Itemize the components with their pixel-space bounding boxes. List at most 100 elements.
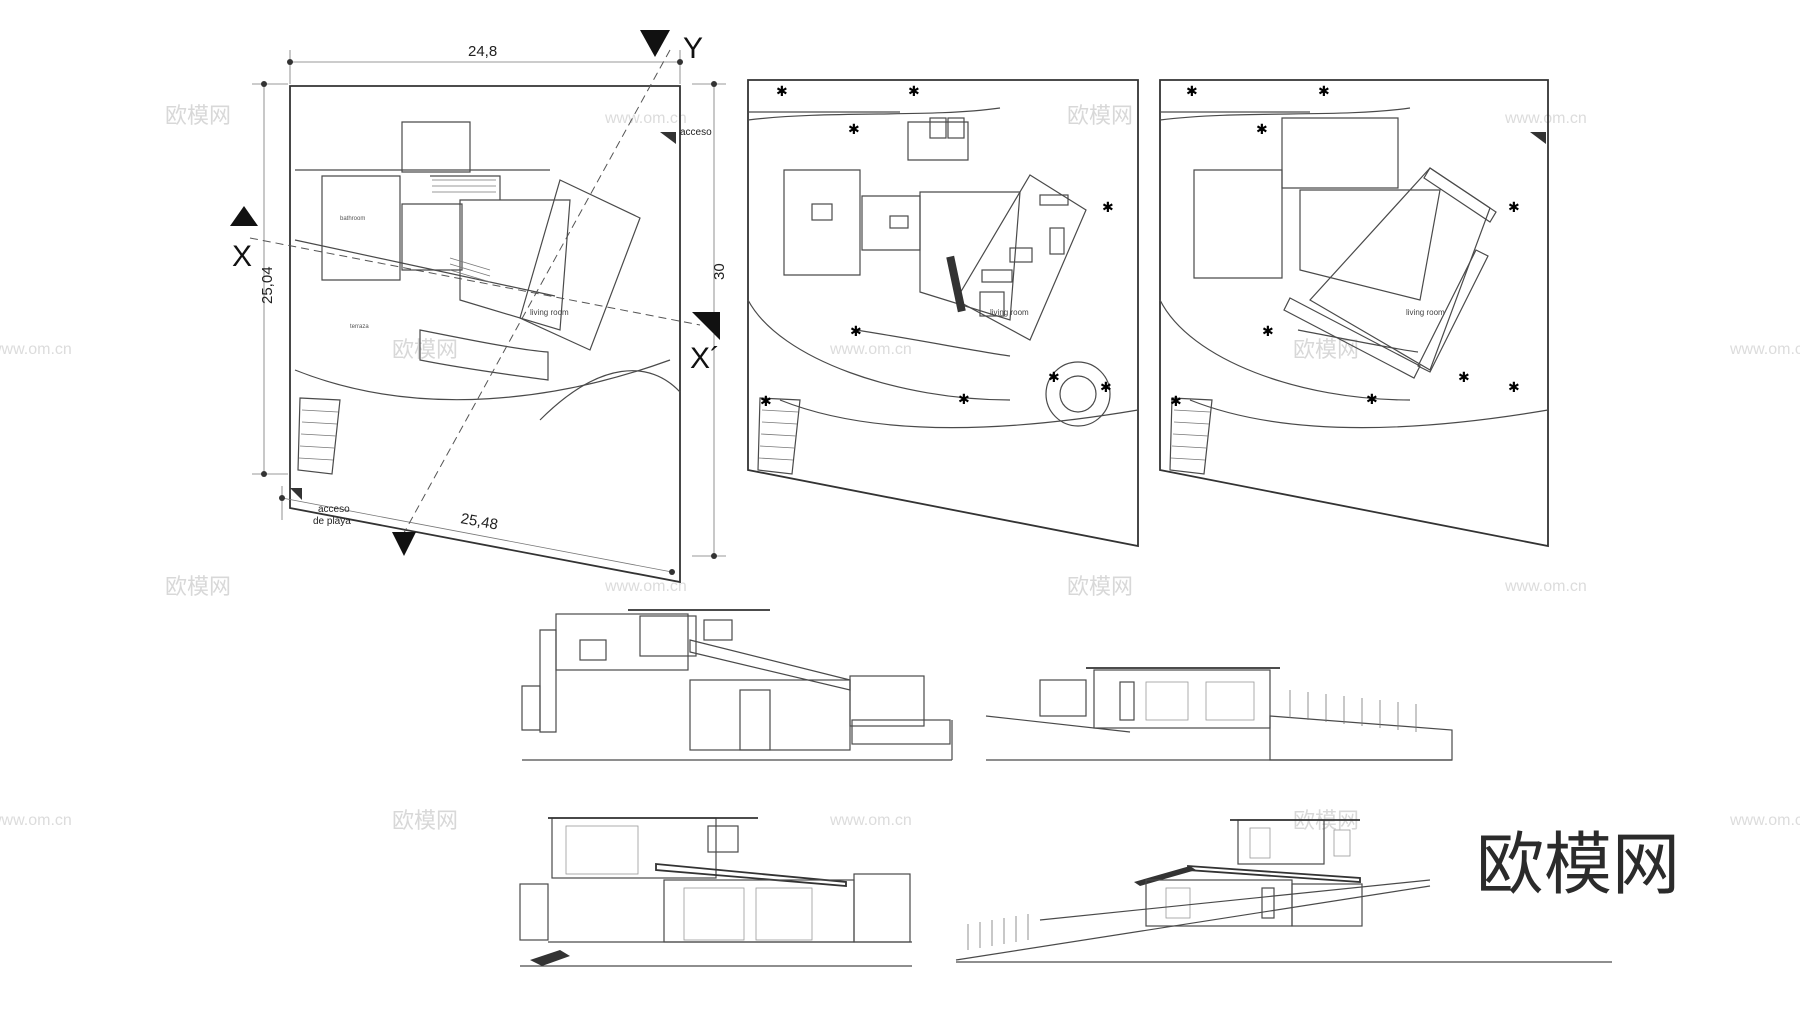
upper-room-section [555, 613, 689, 671]
brand-logo: 欧模网 [1476, 826, 1680, 905]
garden-curve [1189, 399, 1549, 429]
section-line-y [399, 49, 671, 541]
watermark-url: www.om.cn [1729, 341, 1800, 358]
dimension-dot [669, 569, 675, 575]
axis-label-x-prime: X´ [690, 342, 720, 375]
watermark-url: www.om.cn [1729, 812, 1800, 829]
furniture-set [811, 117, 1069, 317]
watermark-url: www.om.cn [604, 110, 687, 127]
watermark-brand: 欧模网 [1067, 574, 1133, 599]
section-line-x [249, 237, 701, 326]
canopy [655, 863, 847, 887]
sofa [981, 269, 1013, 283]
access-note: acceso [680, 127, 712, 138]
watermark-url: www.om.cn [0, 341, 72, 358]
pool-outline [1297, 329, 1419, 353]
bedroom-outline [783, 169, 861, 276]
axis-label-y: Y [683, 32, 703, 65]
round-planter-inner [1059, 375, 1097, 413]
access-arrow-icon [660, 132, 676, 144]
watermark-url: www.om.cn [604, 578, 687, 595]
dimension-top-label: 24,8 [468, 43, 497, 60]
island [1049, 227, 1065, 255]
beach-stairs [757, 397, 801, 475]
upper-room-outline [1281, 117, 1399, 189]
rug [979, 291, 1005, 317]
bed [947, 117, 965, 139]
canopy [1187, 865, 1361, 883]
room-outline [401, 121, 471, 173]
palm-tree-icons: ✱ ✱ ✱ ✱ ✱ ✱ ✱ ✱ ✱ [760, 83, 1114, 409]
bed [929, 117, 947, 139]
wall [521, 685, 541, 731]
watermark-brand: 欧模网 [1067, 103, 1133, 128]
garden-curve [1159, 299, 1411, 401]
section-marker-x-prime-icon [692, 312, 720, 340]
kitchen-dining-outline [919, 191, 1021, 321]
glazing [683, 887, 745, 941]
room-label-living: living room [1406, 308, 1445, 317]
section-y-drawing [985, 667, 1453, 761]
palm-tree-icon: ✱ [1262, 323, 1274, 339]
site-plan-dimensioned: 24,8 25,04 30 25,48 Y X X´ acceso [230, 30, 728, 584]
plot-boundary [747, 79, 1139, 548]
watermark-url: www.om.cn [829, 341, 912, 358]
slope-line [955, 885, 1431, 961]
wall [539, 629, 557, 733]
palm-tree-icon: ✱ [1508, 199, 1520, 215]
upper-floor-plan: living room ✱ ✱ ✱ ✱ ✱ ✱ ✱ ✱ ✱ [1159, 79, 1549, 548]
watermark-brand: 欧模网 [392, 337, 458, 362]
dimension-dot [279, 495, 285, 501]
watermark-brand: 欧模网 [392, 808, 458, 833]
canopy-fill [1134, 866, 1196, 886]
palm-tree-icon: ✱ [958, 391, 970, 407]
door [1119, 681, 1135, 721]
stair-outline [430, 175, 501, 200]
slope-line [985, 715, 1131, 733]
kitchen-section [849, 675, 925, 727]
palm-tree-icon: ✱ [1256, 121, 1268, 137]
house-section [1093, 669, 1271, 729]
wall [1291, 883, 1363, 927]
dining-table [1009, 247, 1033, 263]
dimension-dot [261, 471, 267, 477]
terrace-lines [294, 169, 556, 297]
dimension-dot [677, 59, 683, 65]
room-label-living: living room [990, 308, 1029, 317]
section-marker-y-top-icon [640, 30, 670, 57]
section-marker-y-bottom-icon [392, 532, 416, 556]
watermark-url: www.om.cn [1504, 578, 1587, 595]
window [1249, 827, 1271, 859]
ground-floor-plan: living room ✱ ✱ ✱ ✱ ✱ ✱ ✱ ✱ ✱ [747, 79, 1139, 548]
bedroom-outline [1193, 169, 1283, 279]
window [703, 619, 733, 641]
plot-boundary [289, 85, 681, 584]
dimension-right-label: 30 [711, 263, 728, 280]
access-arrow-icon [1530, 132, 1546, 144]
upper-room-section [639, 615, 697, 657]
door [739, 689, 771, 751]
kitchen-counter [946, 255, 966, 313]
beach-stairs [1169, 397, 1213, 475]
palm-tree-icons: ✱ ✱ ✱ ✱ ✱ ✱ ✱ ✱ ✱ [1170, 83, 1520, 409]
room-label-bathroom: bathroom [340, 216, 365, 222]
kitchen-outline [1299, 189, 1441, 301]
glazing [1145, 681, 1189, 721]
beach-access-note-line1: acceso [318, 504, 350, 515]
garden-curve [747, 299, 1011, 401]
room-label-living: living room [530, 308, 569, 317]
pool-outline [419, 329, 549, 381]
kitchen-counter [1039, 194, 1069, 206]
elevation-side [955, 819, 1612, 963]
palm-tree-icon: ✱ [1048, 369, 1060, 385]
bed [889, 215, 909, 229]
glazing [755, 887, 813, 941]
living-room-outline [519, 179, 641, 351]
dimension-left-label: 25,04 [259, 266, 276, 304]
window [1333, 829, 1351, 857]
palm-tree-icon: ✱ [1366, 391, 1378, 407]
palm-tree-icon: ✱ [1508, 379, 1520, 395]
window [1165, 887, 1191, 919]
glazing [565, 825, 639, 875]
living-room-outline [955, 174, 1087, 341]
